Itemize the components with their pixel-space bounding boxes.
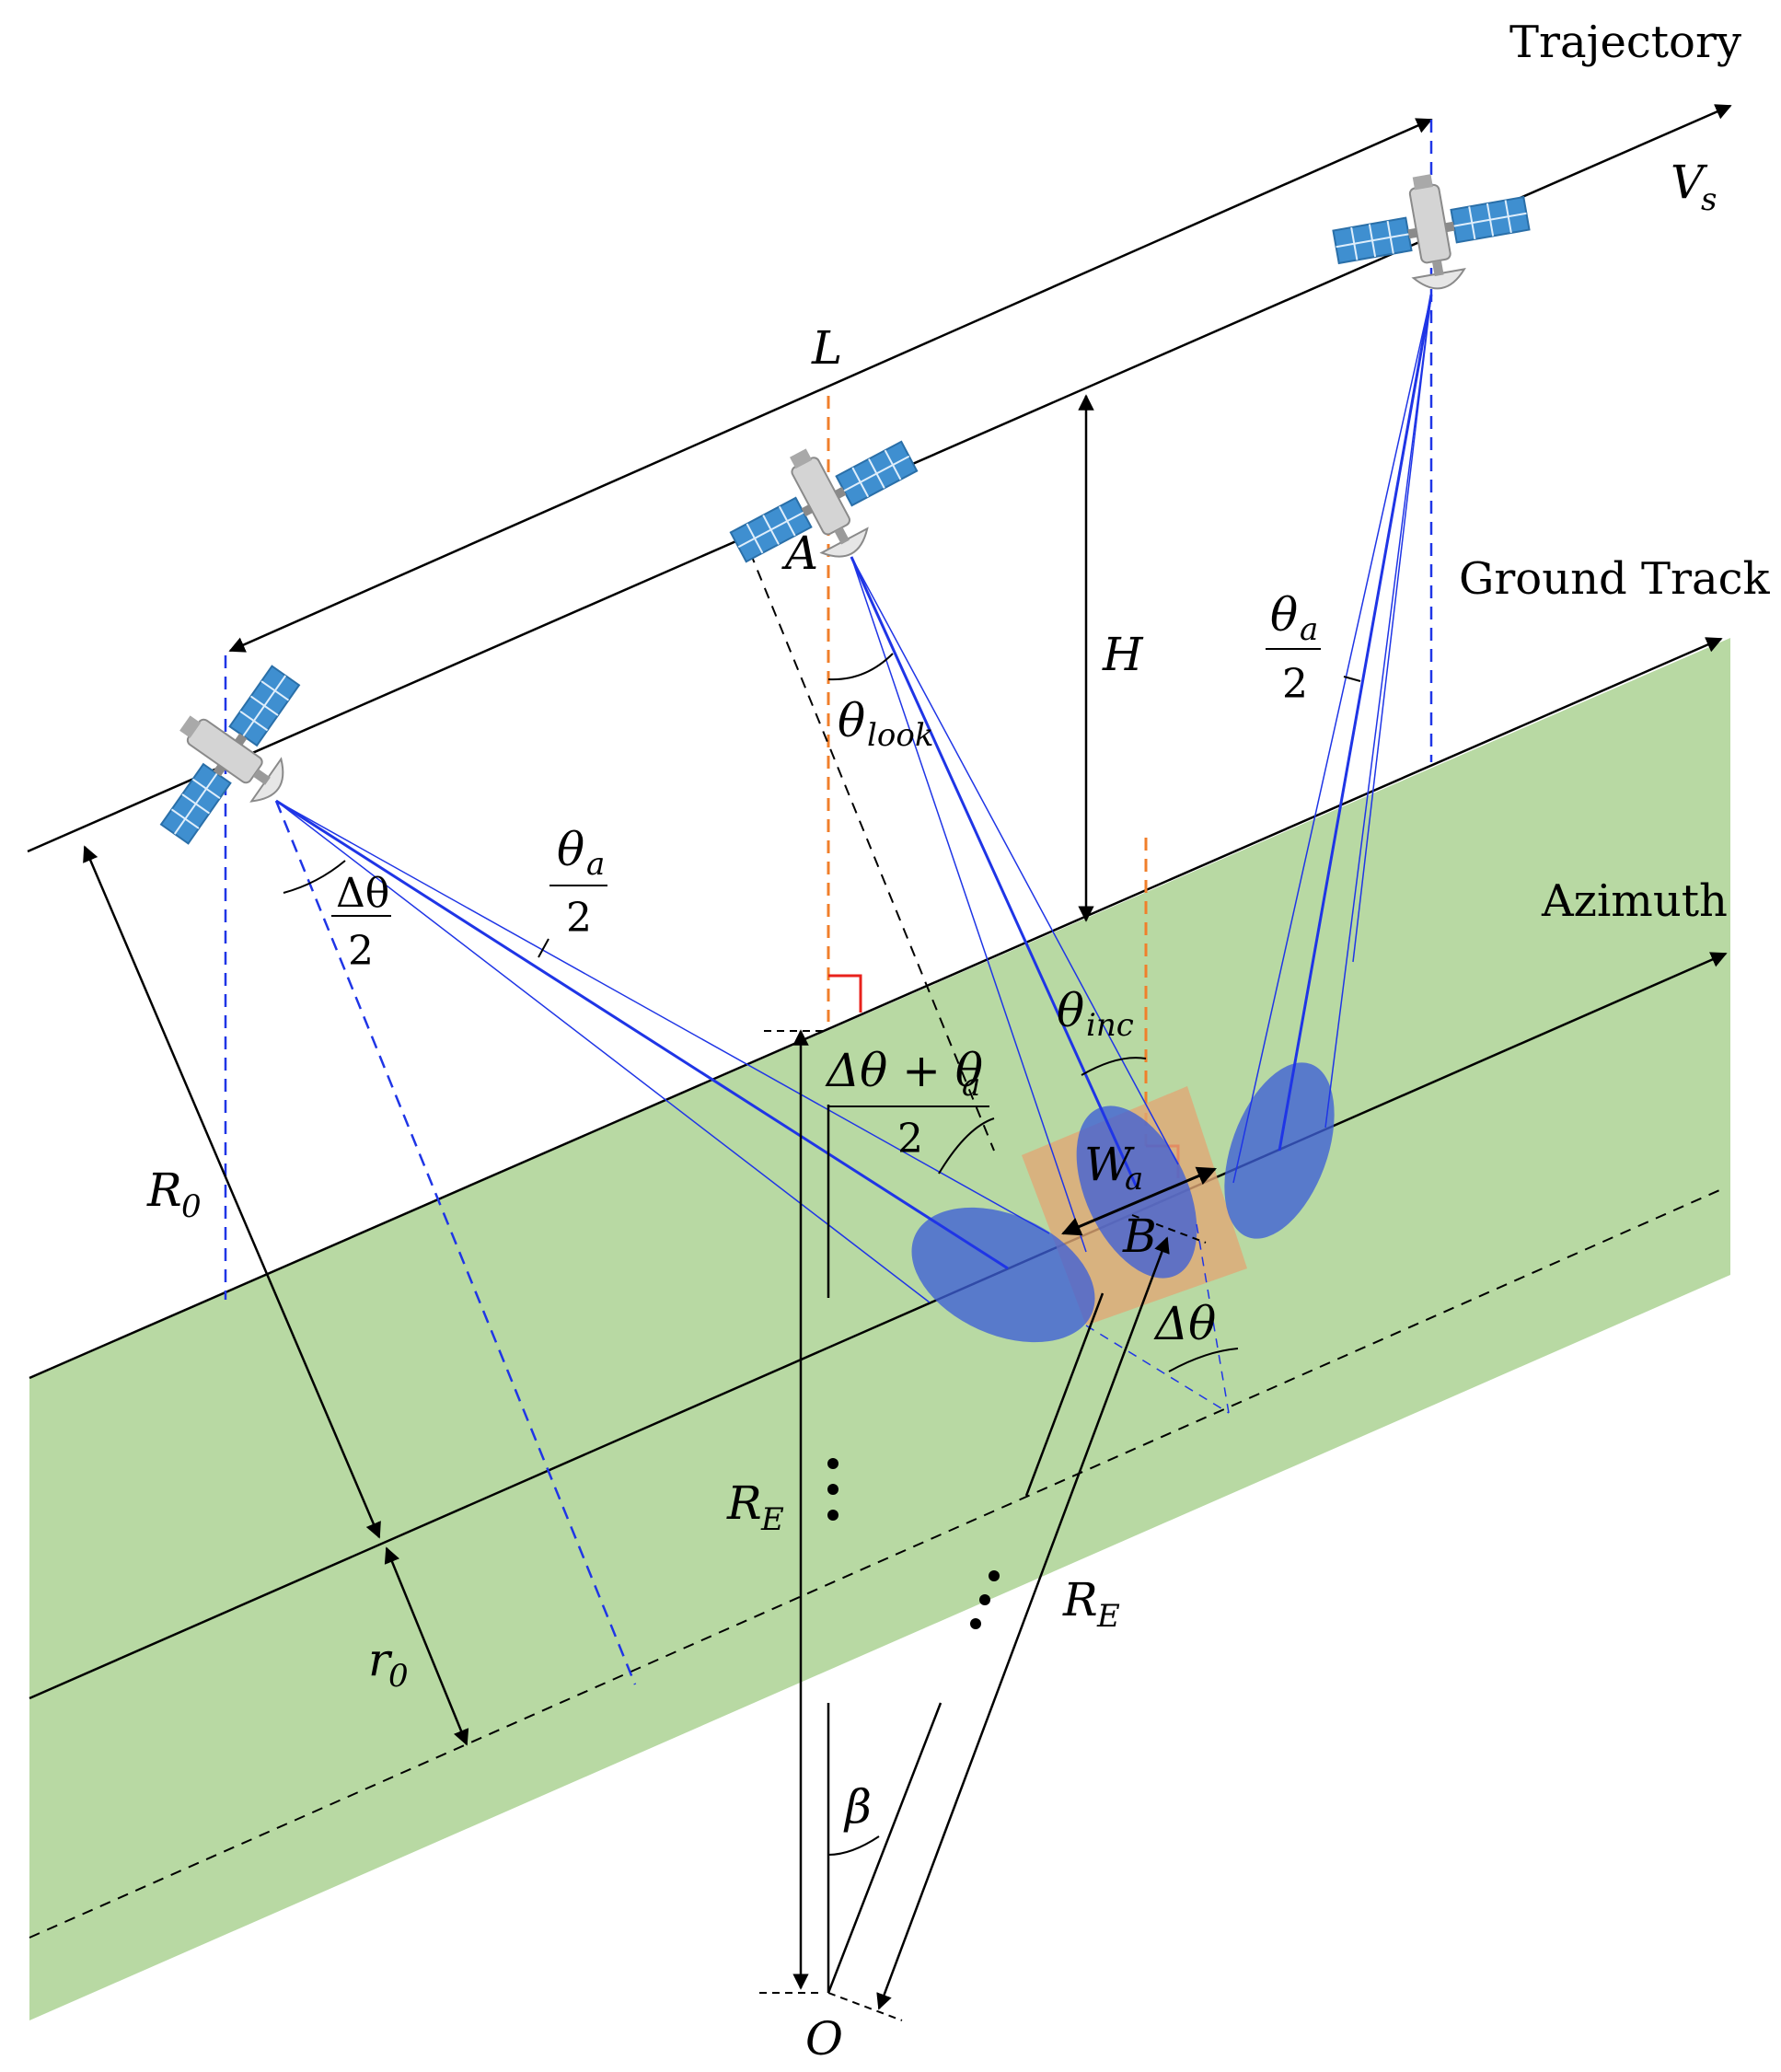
satellite-icon <box>711 406 938 600</box>
label-r0: r <box>368 1633 393 1686</box>
label-O: O <box>805 2012 843 2066</box>
label-trajectory: Trajectory <box>1509 17 1741 68</box>
label-theta-inc-sub: inc <box>1086 1007 1134 1044</box>
label-r0-sub: 0 <box>388 1658 409 1695</box>
tick-theta-a-left <box>538 938 549 958</box>
label-azimuth: Azimuth <box>1541 875 1728 927</box>
label-L: L <box>811 321 842 375</box>
label-theta-inc: θ <box>1057 984 1084 1037</box>
label-dtheta-plus-theta-sub: a <box>962 1067 980 1104</box>
label-H: H <box>1102 628 1144 681</box>
satellite-icon <box>128 642 335 869</box>
label-vs: V <box>1671 156 1708 209</box>
label-ground-track: Ground Track <box>1459 553 1770 605</box>
label-beta: β <box>843 1780 872 1834</box>
label-theta-look-sub: look <box>867 717 933 754</box>
tick-theta-a-right <box>1343 676 1361 682</box>
label-vs-sub: s <box>1701 181 1717 218</box>
beam-right <box>1232 294 1433 1184</box>
label-R0: R <box>146 1163 182 1217</box>
angle-arc-sum <box>938 1117 995 1175</box>
label-two: 2 <box>1282 661 1308 708</box>
Wa-arrow <box>1061 1166 1217 1236</box>
RE-slant-arrow <box>876 1236 1170 2010</box>
angle-arc-inc <box>1081 1057 1147 1076</box>
label-delta-theta-half: Δθ <box>336 870 389 917</box>
span-L-arrow <box>228 118 1433 653</box>
label-theta-a-right-sub: a <box>1300 611 1318 648</box>
label-RE-vertical: R <box>726 1476 762 1530</box>
R0-arrow <box>83 845 381 1539</box>
angle-arc-look <box>827 653 894 681</box>
label-Wa-sub: a <box>1125 1161 1143 1198</box>
label-RE-slant: R <box>1062 1573 1098 1626</box>
label-dtheta-plus-theta: Δθ + θ <box>825 1044 983 1097</box>
right-angle-marker <box>828 974 862 1013</box>
label-theta-a-left: θ <box>557 823 584 876</box>
label-theta-a-left-sub: a <box>586 846 605 883</box>
label-theta-look: θ <box>838 694 865 747</box>
label-delta-theta: Δθ <box>1153 1297 1216 1350</box>
dashed-look-line <box>749 551 995 1152</box>
ground-strip <box>29 638 1730 2020</box>
label-Wa: W <box>1084 1138 1135 1191</box>
label-two: 2 <box>348 928 374 975</box>
angle-arc-beta <box>827 1835 880 1856</box>
continuation-dots <box>827 1458 1000 1629</box>
label-RE-slant-sub: E <box>1096 1598 1120 1635</box>
label-B: B <box>1122 1210 1157 1263</box>
label-two: 2 <box>897 1116 923 1163</box>
angle-arc-dtheta <box>1168 1348 1239 1372</box>
label-two: 2 <box>566 895 592 942</box>
beta-slant-tip <box>827 1992 903 2021</box>
angle-arc-dtheta-half <box>283 860 346 894</box>
beam-middle <box>850 556 1179 1253</box>
label-RE-vertical-sub: E <box>760 1501 784 1538</box>
label-A: A <box>781 527 818 580</box>
label-R0-sub: 0 <box>181 1188 202 1225</box>
satellite-icon <box>1325 157 1538 307</box>
label-theta-a-right: θ <box>1270 588 1298 642</box>
r0-arrow <box>384 1546 469 1746</box>
beta-slant-lower <box>827 1702 943 1994</box>
